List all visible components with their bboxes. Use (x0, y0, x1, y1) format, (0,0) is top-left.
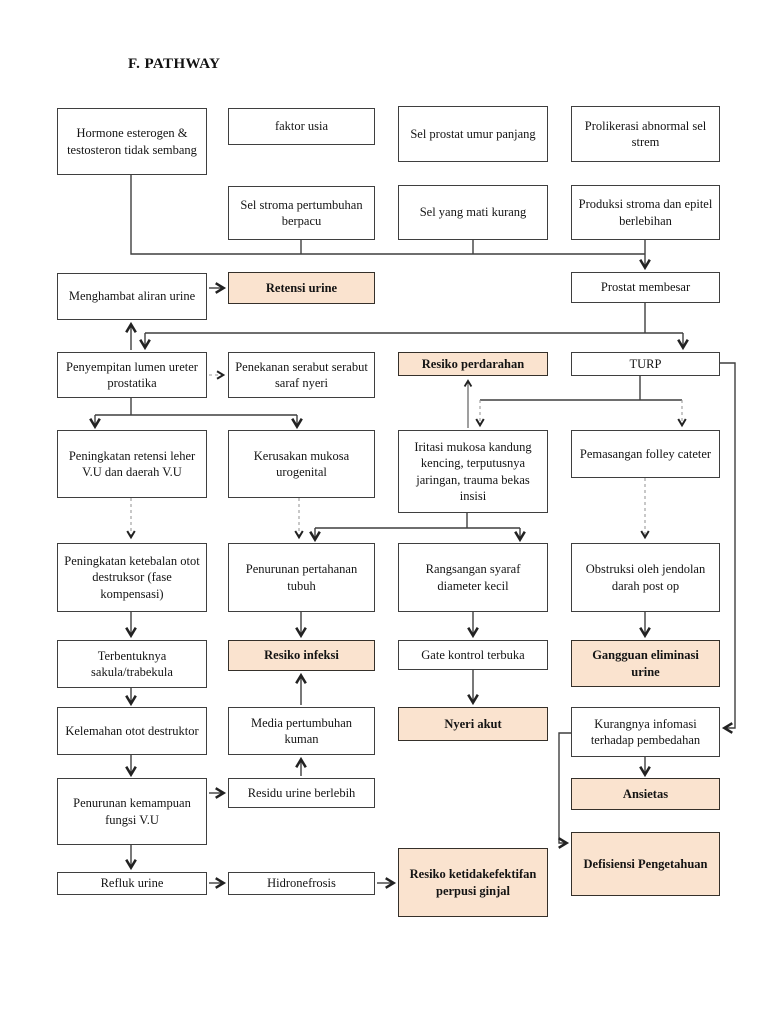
node-peningkatan-ketebalan: Peningkatan ketebalan otot destruksor (f… (57, 543, 207, 612)
node-nyeri-akut: Nyeri akut (398, 707, 548, 741)
node-prolikerasi-abnormal: Prolikerasi abnormal sel strem (571, 106, 720, 162)
node-iritasi-mukosa: Iritasi mukosa kandung kencing, terputus… (398, 430, 548, 513)
node-sel-stroma-berpacu: Sel stroma pertumbuhan berpacu (228, 186, 375, 240)
node-retensi-urine: Retensi urine (228, 272, 375, 304)
node-resiko-perdarahan: Resiko perdarahan (398, 352, 548, 376)
node-refluk-urine: Refluk urine (57, 872, 207, 895)
node-rangsangan-syaraf: Rangsangan syaraf diameter kecil (398, 543, 548, 612)
node-pemasangan-folley: Pemasangan folley cateter (571, 430, 720, 478)
node-faktor-usia: faktor usia (228, 108, 375, 145)
node-defisiensi-pengetahuan: Defisiensi Pengetahuan (571, 832, 720, 896)
node-hormone-esterogen: Hormone esterogen & testosteron tidak se… (57, 108, 207, 175)
node-kurangnya-infomasi: Kurangnya infomasi terhadap pembedahan (571, 707, 720, 757)
node-hidronefrosis: Hidronefrosis (228, 872, 375, 895)
node-sel-prostat-umur-panjang: Sel prostat umur panjang (398, 106, 548, 162)
node-resiko-infeksi: Resiko infeksi (228, 640, 375, 671)
node-media-pertumbuhan-kuman: Media pertumbuhan kuman (228, 707, 375, 755)
node-penurunan-kemampuan-vu: Penurunan kemampuan fungsi V.U (57, 778, 207, 845)
node-kerusakan-mukosa: Kerusakan mukosa urogenital (228, 430, 375, 498)
node-penyempitan-lumen: Penyempitan lumen ureter prostatika (57, 352, 207, 398)
node-sel-yang-mati-kurang: Sel yang mati kurang (398, 185, 548, 240)
node-penekanan-serabut: Penekanan serabut serabut saraf nyeri (228, 352, 375, 398)
node-terbentuknya-sakula: Terbentuknya sakula/trabekula (57, 640, 207, 688)
node-kelemahan-otot: Kelemahan otot destruktor (57, 707, 207, 755)
page-title: F. PATHWAY (128, 56, 221, 72)
node-gate-kontrol-terbuka: Gate kontrol terbuka (398, 640, 548, 670)
node-obstruksi-jendolan: Obstruksi oleh jendolan darah post op (571, 543, 720, 612)
node-ansietas: Ansietas (571, 778, 720, 810)
node-peningkatan-retensi-vu: Peningkatan retensi leher V.U dan daerah… (57, 430, 207, 498)
node-produksi-stroma-epitel: Produksi stroma dan epitel berlebihan (571, 185, 720, 240)
node-prostat-membesar: Prostat membesar (571, 272, 720, 303)
node-turp: TURP (571, 352, 720, 376)
node-resiko-perfusi-ginjal: Resiko ketidakefektifan perpusi ginjal (398, 848, 548, 917)
node-residu-urine-berlebih: Residu urine berlebih (228, 778, 375, 808)
node-gangguan-eliminasi: Gangguan eliminasi urine (571, 640, 720, 687)
node-penurunan-pertahanan: Penurunan pertahanan tubuh (228, 543, 375, 612)
node-menghambat-aliran-urine: Menghambat aliran urine (57, 273, 207, 320)
